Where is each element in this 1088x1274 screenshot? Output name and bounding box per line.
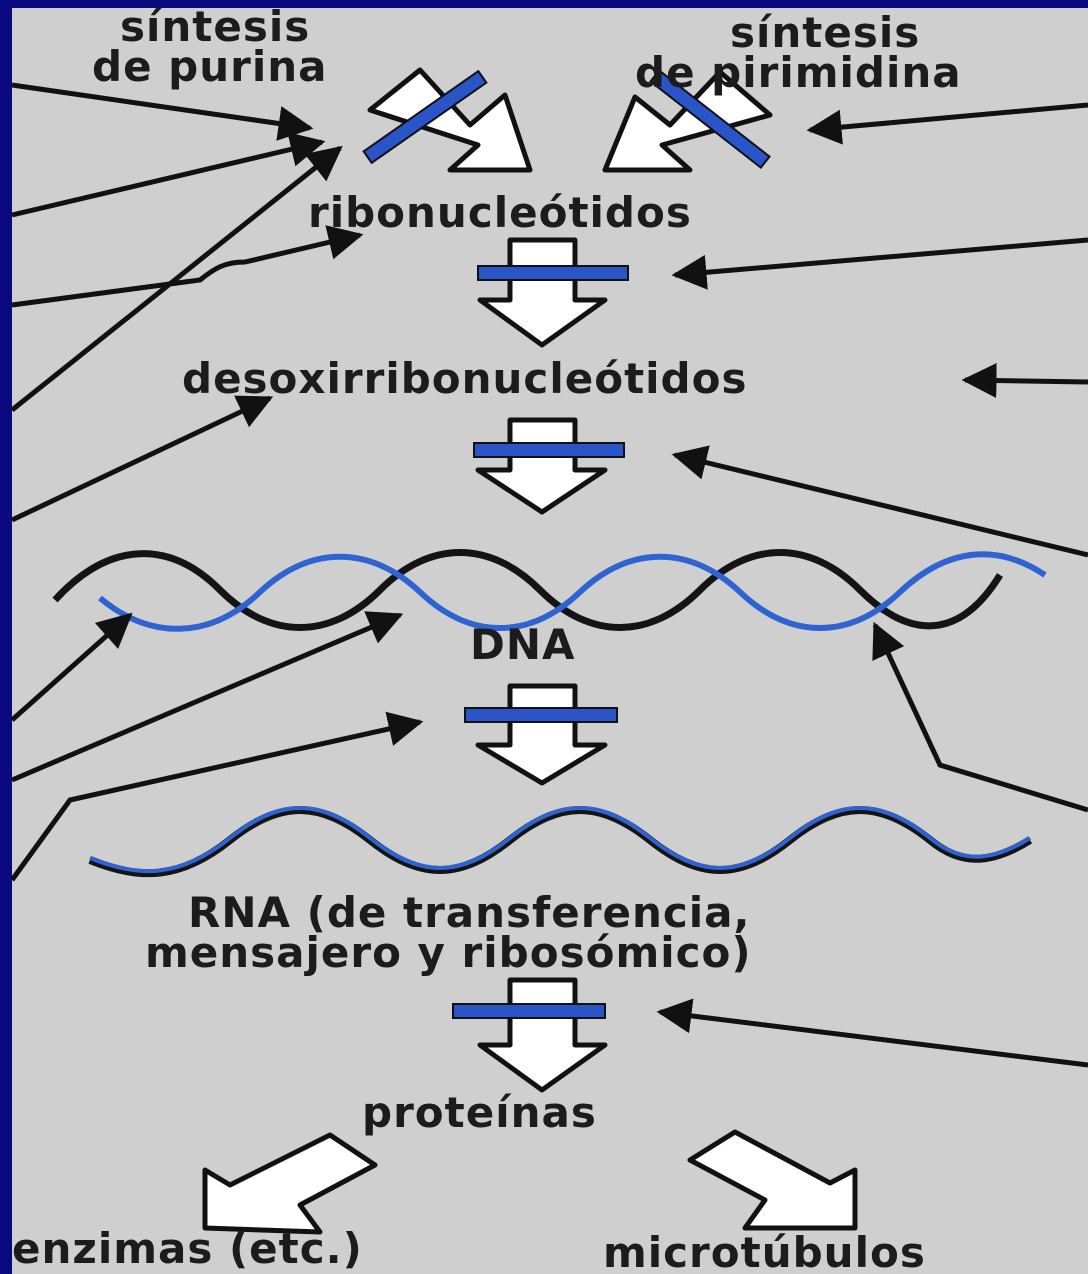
dna-helix: [55, 553, 1045, 629]
deoxyribonucleotides-label: desoxirribonucleótidos: [182, 358, 747, 400]
pyrimidine-label-line2: de pirimidina: [635, 52, 962, 94]
block-bar-4: [453, 1004, 605, 1018]
purine-label-line2: de purina: [92, 46, 328, 88]
proteins-label: proteínas: [362, 1092, 597, 1134]
block-bar-3: [465, 708, 617, 722]
down-arrow-4: [453, 980, 605, 1090]
rna-label-line2: mensajero y ribosómico): [145, 932, 752, 974]
block-bar-2: [474, 443, 624, 457]
enzymes-arrow: [205, 1135, 375, 1232]
block-bar-1: [478, 266, 628, 280]
microtubules-label: microtúbulos: [603, 1232, 926, 1274]
down-arrow-2: [474, 420, 624, 512]
purine-flow-arrow: [364, 70, 530, 170]
dna-label: DNA: [470, 624, 576, 666]
rna-strand: [90, 808, 1030, 873]
enzymes-label: enzimas (etc.): [12, 1228, 363, 1270]
down-arrow-1: [478, 240, 628, 345]
down-arrow-3: [465, 686, 617, 783]
microtubules-arrow: [690, 1132, 855, 1228]
ribonucleotides-label: ribonucleótidos: [308, 192, 692, 234]
